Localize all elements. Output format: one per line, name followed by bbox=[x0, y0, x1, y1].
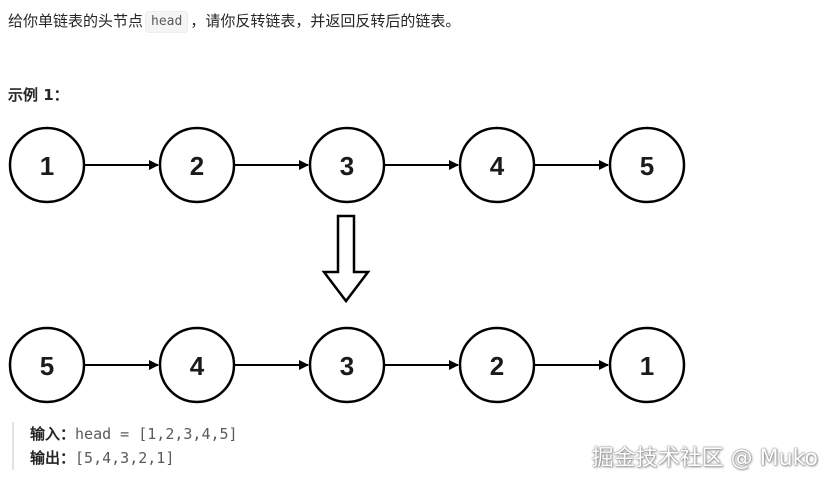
top-node-label: 1 bbox=[40, 151, 54, 181]
top-node bbox=[458, 126, 536, 204]
output-line: 输出：[5,4,3,2,1] bbox=[30, 446, 238, 470]
top-node-label: 4 bbox=[490, 151, 505, 181]
top-node bbox=[608, 126, 686, 204]
top-node-label: 3 bbox=[340, 151, 354, 181]
top-node bbox=[308, 126, 386, 204]
problem-text-after: ，请你反转链表，并返回反转后的链表。 bbox=[190, 12, 461, 30]
top-node-label: 5 bbox=[640, 151, 654, 181]
bottom-node-label: 4 bbox=[190, 351, 205, 381]
bottom-node bbox=[458, 326, 536, 404]
input-line: 输入：head = [1,2,3,4,5] bbox=[30, 422, 238, 446]
bottom-node bbox=[308, 326, 386, 404]
bottom-list bbox=[8, 326, 686, 404]
bottom-node-label: 2 bbox=[490, 351, 504, 381]
inline-code-head: head bbox=[145, 11, 189, 33]
problem-text-before: 给你单链表的头节点 bbox=[8, 12, 144, 30]
bottom-node-label: 5 bbox=[40, 351, 54, 381]
reverse-down-arrow bbox=[321, 214, 371, 304]
input-label: 输入： bbox=[30, 425, 76, 443]
watermark: 掘金技术社区 @ Muko bbox=[591, 446, 818, 471]
bottom-node-label: 3 bbox=[340, 351, 354, 381]
top-list bbox=[8, 126, 686, 204]
bottom-node bbox=[608, 326, 686, 404]
top-node-label: 2 bbox=[190, 151, 204, 181]
output-label: 输出： bbox=[30, 449, 76, 467]
example-io-block: 输入：head = [1,2,3,4,5] 输出：[5,4,3,2,1] bbox=[12, 422, 238, 470]
input-value: head = [1,2,3,4,5] bbox=[75, 425, 238, 443]
output-value: [5,4,3,2,1] bbox=[75, 449, 175, 467]
bottom-node bbox=[8, 326, 86, 404]
top-node bbox=[8, 126, 86, 204]
top-node bbox=[158, 126, 236, 204]
bottom-node bbox=[158, 326, 236, 404]
bottom-node-label: 1 bbox=[640, 351, 654, 381]
example-title: 示例 1： bbox=[8, 86, 69, 104]
